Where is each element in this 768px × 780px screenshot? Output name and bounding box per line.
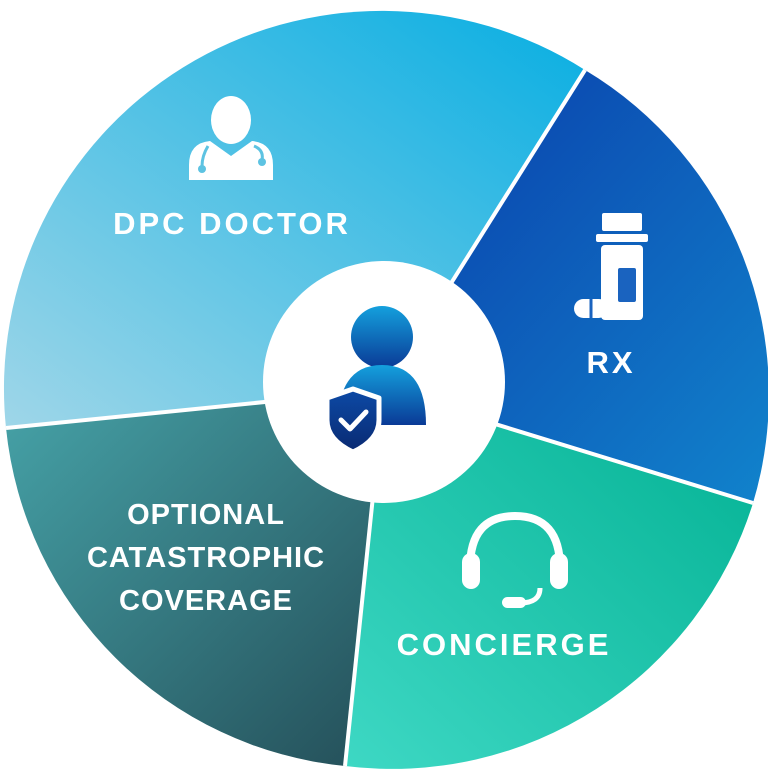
- doctor-stethoscope-icon: [189, 96, 273, 180]
- segment-label-concierge: CONCIERGE: [397, 627, 612, 662]
- segment-label-dpc-doctor: DPC DOCTOR: [113, 206, 351, 241]
- segment-label-line: CATASTROPHIC: [87, 542, 325, 574]
- segment-label-optional-catastrophic-coverage: OPTIONAL CATASTROPHIC COVERAGE: [87, 499, 325, 617]
- segment-dpc-doctor: [3, 10, 586, 429]
- segment-label-rx: RX: [586, 345, 635, 380]
- person-shield-icon: [324, 306, 426, 455]
- segment-label-line: COVERAGE: [119, 585, 293, 617]
- headset-icon: [462, 511, 568, 608]
- segment-optional-catastrophic-coverage: [6, 390, 384, 766]
- pill-bottle-icon: [574, 213, 648, 320]
- segment-label-line: OPTIONAL: [127, 499, 285, 531]
